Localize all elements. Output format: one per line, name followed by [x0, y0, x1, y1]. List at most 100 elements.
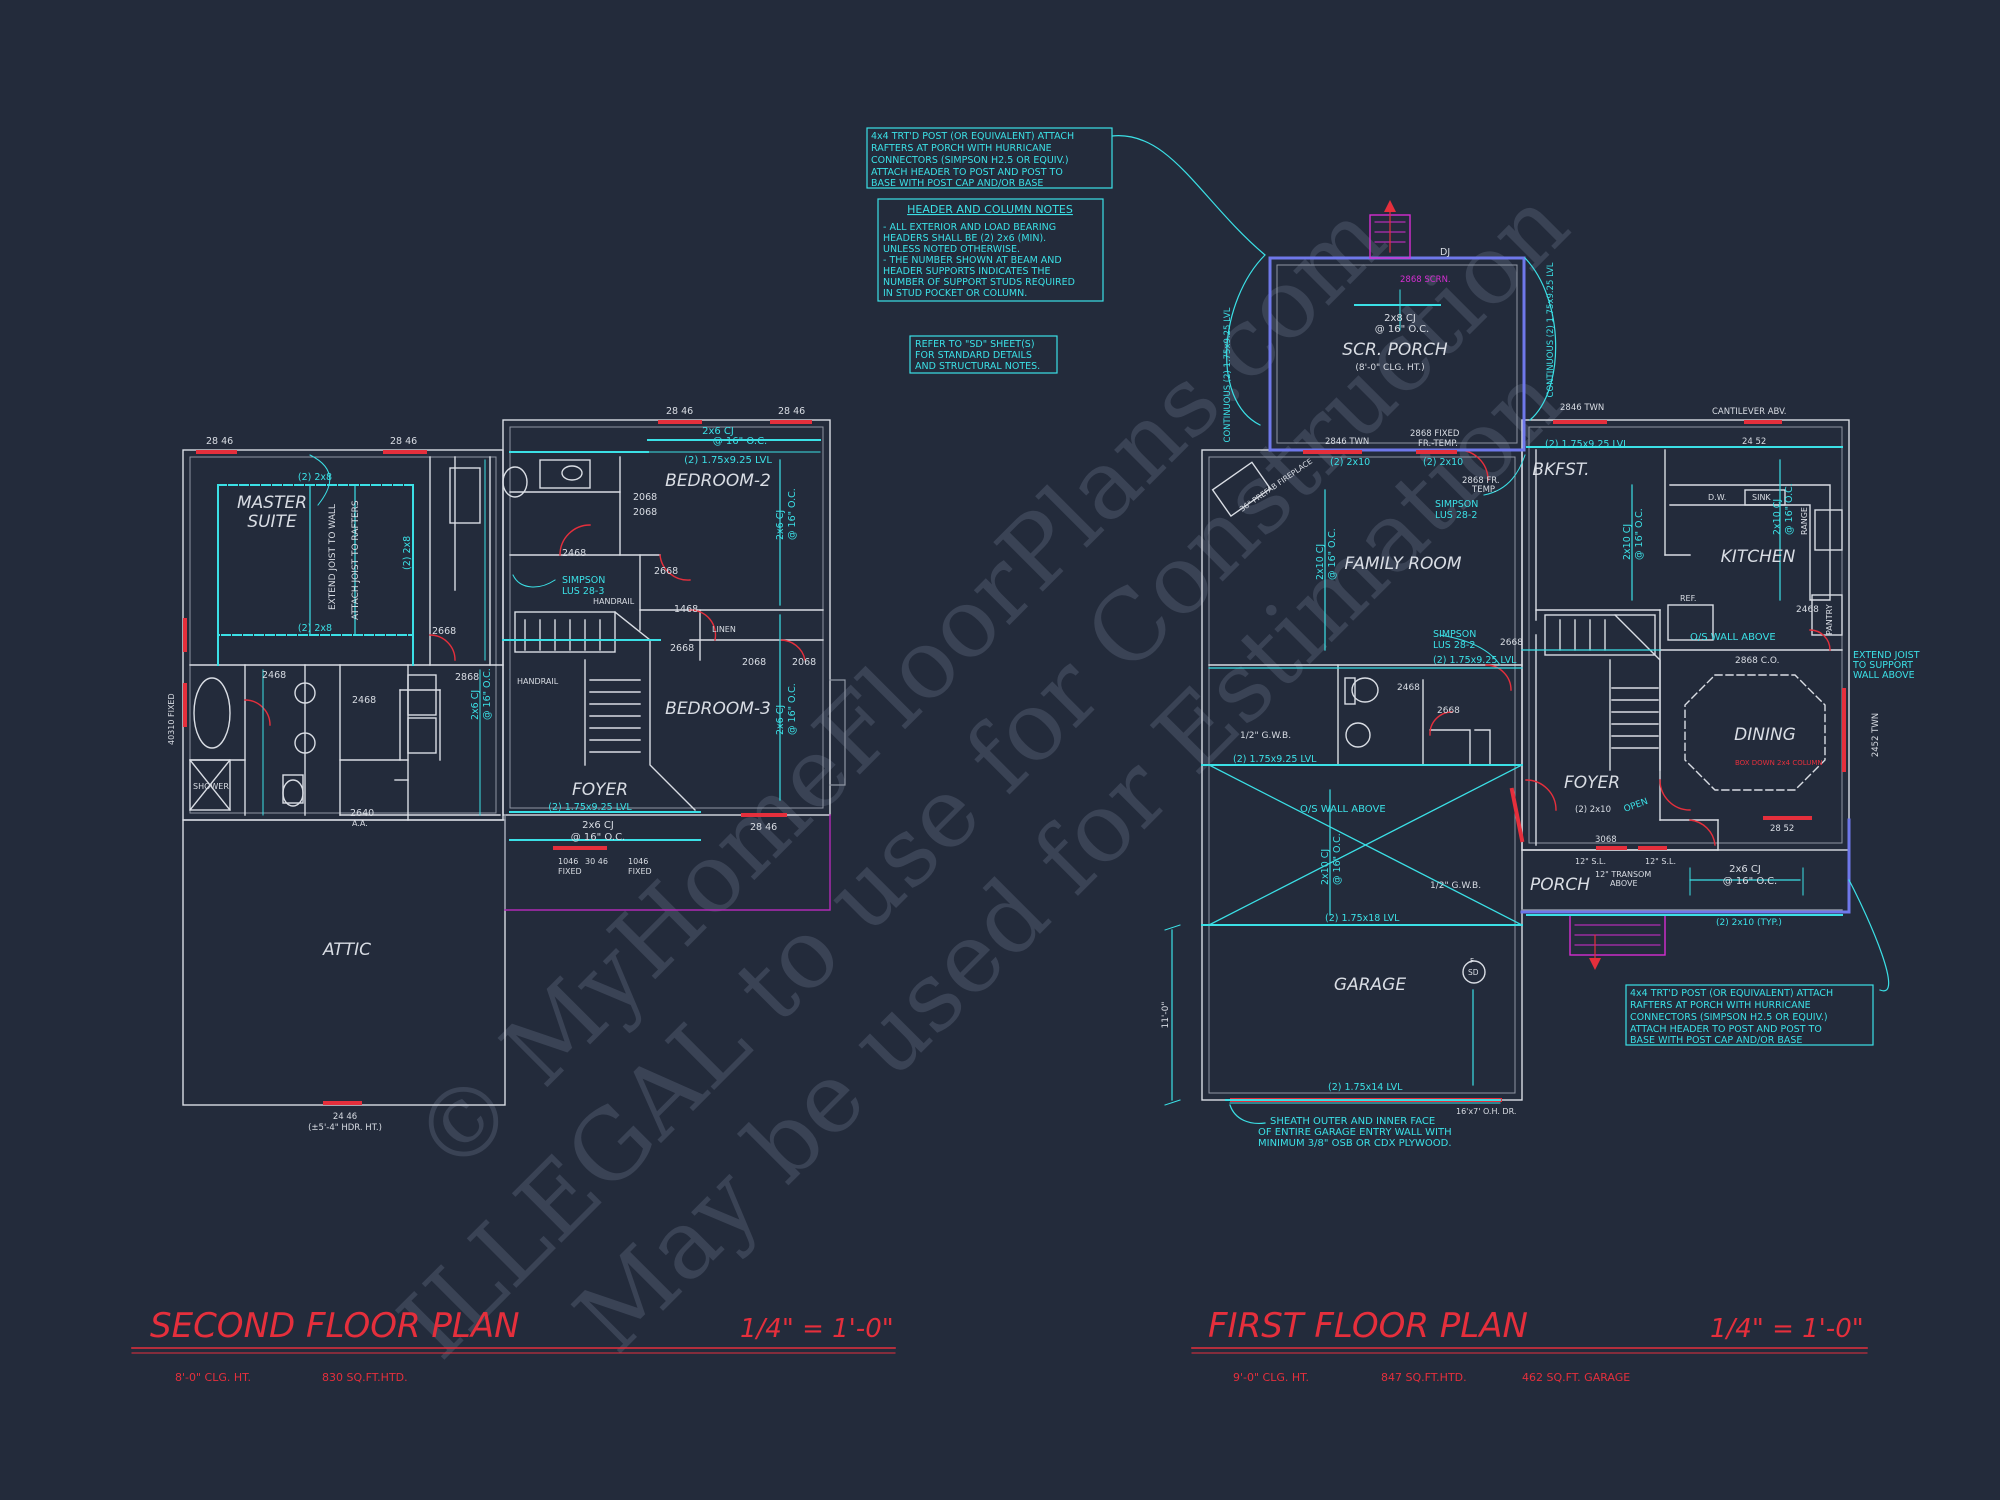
svg-text:BASE WITH POST CAP AND/OR BASE: BASE WITH POST CAP AND/OR BASE — [1630, 1035, 1802, 1046]
svg-text:(2) 2x10: (2) 2x10 — [1330, 457, 1370, 468]
svg-text:(2) 1.75x18 LVL: (2) 1.75x18 LVL — [1325, 913, 1400, 924]
svg-text:2846 TWN: 2846 TWN — [1325, 437, 1369, 447]
svg-text:2x6 CJ: 2x6 CJ — [1729, 864, 1761, 875]
svg-text:(2) 1.75x9.25 LVL: (2) 1.75x9.25 LVL — [548, 802, 632, 813]
svg-text:2868 FIXED: 2868 FIXED — [1410, 429, 1460, 439]
post-note-bottom: 4x4 TRT'D POST (OR EQUIVALENT) ATTACH RA… — [1625, 984, 1874, 1046]
room-bedroom3-label: BEDROOM-3 — [665, 699, 771, 719]
refer-sd-note: REFER TO "SD" SHEET(S) FOR STANDARD DETA… — [909, 335, 1058, 374]
second-floor-scale: 1/4" = 1'-0" — [740, 1314, 894, 1344]
svg-text:@ 16" O.C.: @ 16" O.C. — [1375, 324, 1430, 335]
svg-text:FIXED: FIXED — [558, 867, 582, 876]
svg-text:HANDRAIL: HANDRAIL — [517, 677, 559, 686]
svg-text:@ 16" O.C.: @ 16" O.C. — [787, 683, 798, 735]
svg-text:24 52: 24 52 — [1742, 437, 1766, 447]
room-attic-label: ATTIC — [322, 940, 371, 960]
svg-text:EXTEND JOIST TO WALL: EXTEND JOIST TO WALL — [328, 504, 338, 610]
sheath-note: SHEATH OUTER AND INNER FACE OF ENTIRE GA… — [1258, 1116, 1452, 1149]
svg-text:16'x7' O.H. DR.: 16'x7' O.H. DR. — [1456, 1107, 1516, 1116]
svg-text:2668: 2668 — [670, 643, 694, 654]
svg-text:2640: 2640 — [350, 808, 374, 819]
svg-text:@ 16" O.C.: @ 16" O.C. — [1332, 833, 1343, 885]
svg-text:@ 16" O.C.: @ 16" O.C. — [1634, 508, 1645, 560]
svg-text:LUS 28-2: LUS 28-2 — [1433, 640, 1475, 651]
svg-text:11'-0": 11'-0" — [1161, 1001, 1171, 1028]
svg-text:- ALL EXTERIOR AND LOAD BEARIN: - ALL EXTERIOR AND LOAD BEARING — [883, 222, 1056, 233]
svg-text:28 46: 28 46 — [778, 406, 805, 417]
svg-text:CONNECTORS (SIMPSON H2.5 OR EQ: CONNECTORS (SIMPSON H2.5 OR EQUIV.) — [1630, 1012, 1828, 1023]
svg-text:(2) 2x8: (2) 2x8 — [298, 472, 332, 483]
svg-text:2668: 2668 — [1500, 638, 1523, 648]
svg-text:12" S.L.: 12" S.L. — [1645, 857, 1676, 866]
svg-text:2468: 2468 — [1796, 605, 1819, 615]
svg-text:SINK: SINK — [1752, 493, 1771, 502]
svg-text:28 46: 28 46 — [206, 436, 233, 447]
svg-text:2x6 CJ: 2x6 CJ — [582, 820, 614, 831]
svg-text:CONNECTORS (SIMPSON H2.5 OR EQ: CONNECTORS (SIMPSON H2.5 OR EQUIV.) — [871, 155, 1069, 166]
svg-text:@ 16" O.C.: @ 16" O.C. — [571, 832, 626, 843]
svg-text:(2) 2x10 (TYP.): (2) 2x10 (TYP.) — [1716, 918, 1782, 928]
svg-text:O/S WALL ABOVE: O/S WALL ABOVE — [1690, 632, 1776, 643]
room-foyer-label-1: FOYER — [1564, 773, 1620, 793]
svg-text:REFER TO "SD" SHEET(S): REFER TO "SD" SHEET(S) — [915, 339, 1035, 350]
svg-text:28 46: 28 46 — [390, 436, 417, 447]
svg-text:ATTACH HEADER TO POST AND POST: ATTACH HEADER TO POST AND POST TO — [1630, 1024, 1822, 1035]
room-bedroom2-label: BEDROOM-2 — [665, 471, 771, 491]
first-floor-ceiling: 9'-0" CLG. HT. — [1233, 1371, 1309, 1384]
svg-text:TO SUPPORT: TO SUPPORT — [1852, 660, 1913, 671]
svg-text:2x6 CJ: 2x6 CJ — [470, 690, 481, 720]
svg-text:SHOWER: SHOWER — [193, 782, 229, 791]
svg-text:@ 16" O.C.: @ 16" O.C. — [482, 668, 493, 720]
svg-text:(2) 1.75x9.25 LVL: (2) 1.75x9.25 LVL — [1233, 754, 1317, 765]
svg-text:FR.-TEMP.: FR.-TEMP. — [1418, 439, 1458, 449]
svg-text:LUS 28-3: LUS 28-3 — [562, 586, 604, 597]
first-floor-scale: 1/4" = 1'-0" — [1710, 1314, 1864, 1344]
svg-text:2x10 CJ: 2x10 CJ — [1315, 544, 1326, 580]
room-garage-label: GARAGE — [1334, 975, 1406, 995]
svg-text:24 46: 24 46 — [333, 1112, 357, 1122]
svg-text:2x10 CJ: 2x10 CJ — [1320, 849, 1331, 885]
svg-text:TEMP.: TEMP. — [1471, 485, 1496, 495]
second-floor-area: 830 SQ.FT.HTD. — [322, 1371, 408, 1384]
svg-text:12" TRANSOM: 12" TRANSOM — [1595, 870, 1651, 879]
room-bkfst-label: BKFST. — [1532, 460, 1589, 480]
svg-text:RAFTERS AT PORCH WITH HURRICAN: RAFTERS AT PORCH WITH HURRICANE — [871, 143, 1052, 154]
room-suite-label: SUITE — [247, 512, 297, 532]
svg-text:SHEATH OUTER AND INNER FACE: SHEATH OUTER AND INNER FACE — [1270, 1116, 1435, 1127]
svg-text:2068: 2068 — [633, 492, 657, 503]
svg-text:NUMBER OF SUPPORT STUDS REQUIR: NUMBER OF SUPPORT STUDS REQUIRED — [883, 277, 1075, 288]
svg-text:OPEN: OPEN — [1623, 797, 1650, 815]
svg-text:ATTACH JOIST TO RAFTERS: ATTACH JOIST TO RAFTERS — [351, 500, 361, 620]
second-floor-ceiling: 8'-0" CLG. HT. — [175, 1371, 251, 1384]
svg-text:@ 16" O.C.: @ 16" O.C. — [1723, 876, 1778, 887]
first-floor-garage-area: 462 SQ.FT. GARAGE — [1522, 1371, 1630, 1384]
svg-text:HEADERS SHALL BE (2) 2x6 (MIN): HEADERS SHALL BE (2) 2x6 (MIN). — [883, 233, 1046, 244]
svg-text:3068: 3068 — [1595, 835, 1617, 845]
svg-text:4x4 TRT'D POST (OR EQUIVALENT): 4x4 TRT'D POST (OR EQUIVALENT) ATTACH — [871, 131, 1074, 142]
svg-text:ATTACH HEADER TO POST AND POST: ATTACH HEADER TO POST AND POST TO — [871, 167, 1063, 178]
svg-text:2868 C.O.: 2868 C.O. — [1735, 656, 1780, 666]
extend-joist-note: EXTEND JOIST TO SUPPORT WALL ABOVE — [1852, 650, 1920, 681]
svg-text:(2) 2x8: (2) 2x8 — [402, 536, 413, 570]
svg-text:(2) 1.75x14 LVL: (2) 1.75x14 LVL — [1328, 1082, 1403, 1093]
svg-text:@ 16" O.C.: @ 16" O.C. — [787, 488, 798, 540]
svg-text:@ 16" O.C.: @ 16" O.C. — [713, 436, 768, 447]
svg-text:2x8 CJ: 2x8 CJ — [1384, 313, 1416, 324]
svg-text:28 46: 28 46 — [666, 406, 693, 417]
room-kitchen-label: KITCHEN — [1721, 547, 1796, 567]
svg-text:IN STUD POCKET OR COLUMN.: IN STUD POCKET OR COLUMN. — [883, 288, 1027, 299]
svg-text:(2) 1.75x9.25 LVL: (2) 1.75x9.25 LVL — [1545, 439, 1629, 450]
first-floor-area: 847 SQ.FT.HTD. — [1381, 1371, 1467, 1384]
svg-text:(2) 2x8: (2) 2x8 — [298, 623, 332, 634]
svg-text:CANTILEVER ABV.: CANTILEVER ABV. — [1712, 407, 1787, 417]
first-floor-plan: 4x4 TRT'D POST (OR EQUIVALENT) ATTACH RA… — [1161, 200, 1920, 1384]
svg-text:2668: 2668 — [432, 626, 456, 637]
svg-text:40310 FIXED: 40310 FIXED — [167, 693, 176, 745]
svg-text:WALL ABOVE: WALL ABOVE — [1853, 670, 1915, 681]
svg-text:UNLESS NOTED OTHERWISE.: UNLESS NOTED OTHERWISE. — [883, 244, 1020, 255]
svg-text:2x10 CJ: 2x10 CJ — [1772, 499, 1783, 535]
svg-text:PANTRY: PANTRY — [1825, 604, 1834, 635]
svg-text:2846 TWN: 2846 TWN — [1560, 403, 1604, 413]
svg-text:2x6 CJ: 2x6 CJ — [775, 510, 786, 540]
header-notes-title: HEADER AND COLUMN NOTES — [907, 203, 1073, 216]
